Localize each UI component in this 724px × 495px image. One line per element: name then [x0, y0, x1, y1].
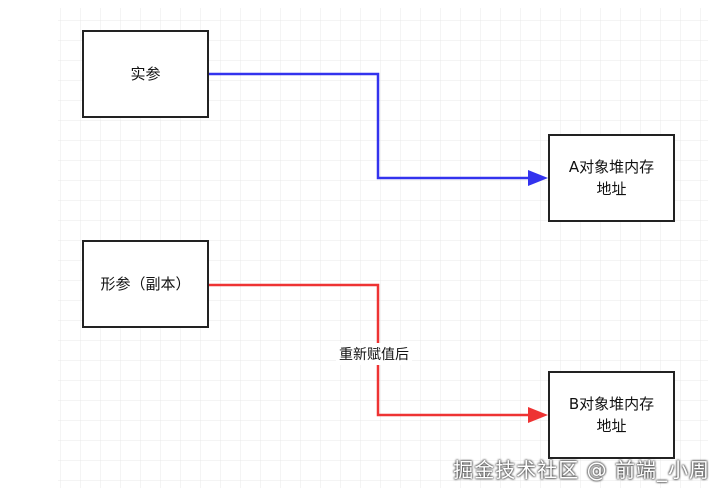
watermark: 掘金技术社区 @ 前端_小周	[453, 458, 710, 482]
node-actual-param: 实参	[82, 30, 209, 118]
arrowhead-heap-b	[528, 407, 548, 423]
edge-label-reassign: 重新赋值后	[336, 343, 412, 365]
node-heap-b: B对象堆内存 地址	[548, 371, 675, 459]
edge-actual-to-heap-a	[208, 72, 530, 180]
node-heap-a: A对象堆内存 地址	[548, 134, 675, 222]
arrowhead-heap-a	[528, 170, 548, 186]
node-formal-param: 形参（副本）	[82, 240, 209, 328]
